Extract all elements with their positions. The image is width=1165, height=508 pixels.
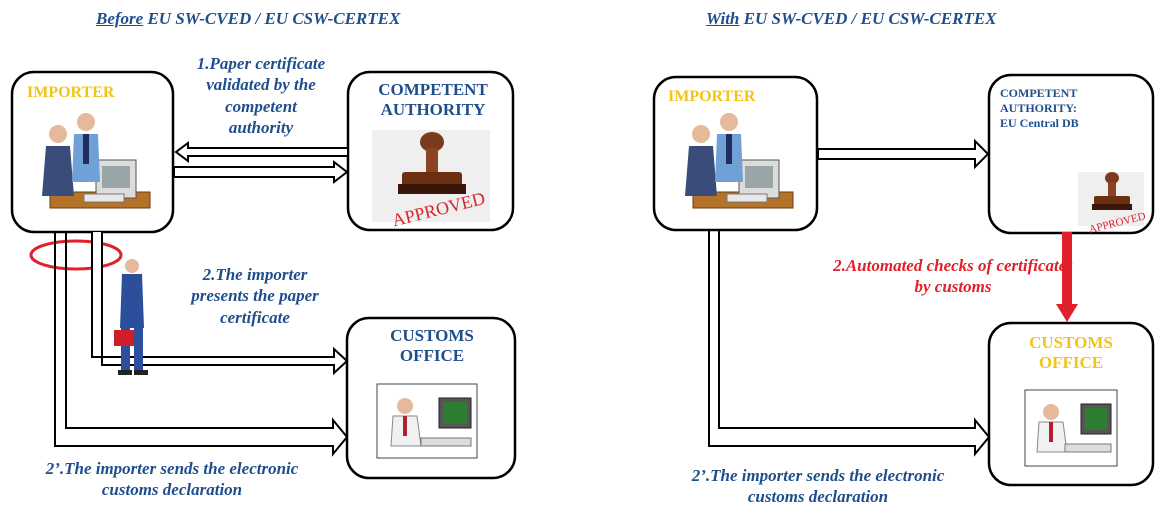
step2-label-with: 2.Automated checks of certificates by cu… bbox=[793, 255, 1113, 298]
step2-before-line3: certificate bbox=[220, 307, 290, 327]
step2b-with-line2: customs declaration bbox=[747, 487, 889, 507]
customs-title-before-line1: CUSTOMS bbox=[390, 326, 474, 345]
double-arrow-importer-authority bbox=[173, 141, 349, 185]
approved-stamp-illustration bbox=[372, 130, 490, 222]
step1-line4: authority bbox=[228, 117, 294, 137]
header-with: With EU SW-CVED / EU CSW-CERTEX bbox=[706, 9, 997, 28]
office-workers-illustration-with bbox=[685, 113, 794, 209]
authority-title-before-line2: AUTHORITY bbox=[380, 100, 486, 120]
step2-label-before: 2.The importer presents the paper certif… bbox=[165, 264, 345, 328]
customs-title-with-line1: CUSTOMS bbox=[1029, 333, 1113, 352]
step1-line3: competent bbox=[225, 96, 297, 116]
arrow-electronic-to-customs bbox=[54, 232, 349, 457]
authority-title-with-line1: COMPETENT bbox=[1000, 86, 1078, 100]
office-workers-illustration bbox=[42, 113, 151, 209]
customs-worker-illustration-before bbox=[376, 383, 478, 459]
authority-title-before: COMPETENT AUTHORITY bbox=[362, 80, 504, 121]
customs-title-before: CUSTOMS OFFICE bbox=[362, 326, 502, 367]
step1-line1: 1.Paper certificate bbox=[196, 54, 326, 73]
customs-title-before-line2: OFFICE bbox=[399, 346, 465, 366]
authority-title-with-line3: EU Central DB bbox=[1000, 116, 1079, 130]
arrow-electronic-to-customs-with bbox=[708, 230, 991, 457]
step2-with-line1: 2.Automated checks of certificates bbox=[833, 256, 1073, 275]
step1-line2: validated by the bbox=[206, 75, 316, 95]
approved-stamp-illustration-with bbox=[1078, 172, 1144, 226]
importer-title-with: IMPORTER bbox=[668, 88, 756, 105]
arrow-importer-to-db bbox=[817, 138, 990, 170]
customs-title-with: CUSTOMS OFFICE bbox=[1004, 333, 1138, 374]
arrow-paper-to-customs bbox=[91, 232, 349, 376]
step2b-before-line2: customs declaration bbox=[101, 480, 243, 500]
header-before: Before EU SW-CVED / EU CSW-CERTEX bbox=[96, 9, 401, 28]
step2b-label-with: 2’.The importer sends the electronic cus… bbox=[648, 465, 988, 508]
highlight-ellipse bbox=[29, 239, 123, 271]
businessman-illustration bbox=[114, 259, 148, 375]
red-arrow-db-to-customs bbox=[1056, 232, 1078, 322]
step2b-label-before: 2’.The importer sends the electronic cus… bbox=[2, 458, 342, 501]
authority-title-with: COMPETENT AUTHORITY: EU Central DB bbox=[1000, 86, 1079, 131]
step2-before-line2: presents the paper bbox=[191, 286, 319, 306]
step2-with-line2: by customs bbox=[914, 277, 992, 297]
authority-title-with-line2: AUTHORITY: bbox=[1000, 101, 1077, 115]
step2b-with-line1: 2’.The importer sends the electronic bbox=[691, 466, 945, 485]
step2-before-line1: 2.The importer bbox=[202, 265, 308, 284]
customs-title-with-line2: OFFICE bbox=[1038, 353, 1104, 373]
step1-label: 1.Paper certificate validated by the com… bbox=[172, 53, 350, 138]
step2b-before-line1: 2’.The importer sends the electronic bbox=[45, 459, 299, 478]
customs-worker-illustration-with bbox=[1024, 389, 1118, 467]
authority-title-before-line1: COMPETENT bbox=[378, 80, 488, 99]
importer-title-before: IMPORTER bbox=[27, 84, 115, 101]
